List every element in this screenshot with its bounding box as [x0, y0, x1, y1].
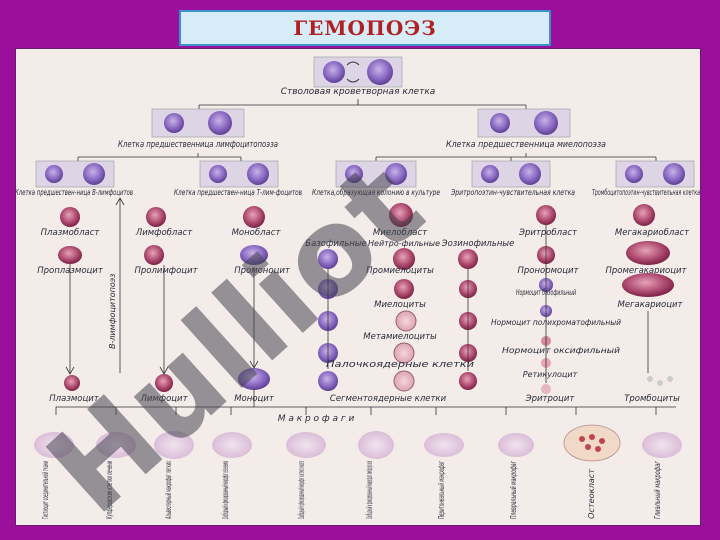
- lymphoblast-label: Лимфобласт: [135, 228, 193, 238]
- title-box: ГЕМОПОЭЗ: [179, 10, 551, 46]
- lymph-precursor-label: Клетка предшественница лимфоцитопоэза: [118, 140, 278, 150]
- mac10-label: Глиальный макрофаг: [653, 460, 662, 519]
- neutrophilic-label: Нейтро-фильные: [368, 239, 440, 248]
- page-title: ГЕМОПОЭЗ: [293, 16, 437, 40]
- lymph-precursor-group: [151, 108, 245, 138]
- blast-cells: [60, 203, 655, 228]
- metamyelocytes-label: Метамиелоциты: [363, 332, 437, 342]
- mac7-label: Перитонеальный макрофаг: [437, 461, 446, 519]
- myelocyte-cells: [318, 273, 674, 299]
- macrophage-labels: Гистиоцит соединительной ткани Купферовс…: [41, 460, 662, 519]
- pro-cells: [58, 241, 670, 270]
- b-precursor-label: Клетка предшествен-ница В-лимфоцитов: [16, 188, 133, 197]
- promegakaryocyte-label: Промегакариоцит: [605, 266, 687, 276]
- thrombo-sens-label: Тромбоцитопоэтин-чувствительная клетка: [592, 188, 700, 197]
- mac3-label: Альвеолярный макрофаг легких: [164, 461, 173, 520]
- diagram-svg: Стволовая кроветворная клетка Клетка пре…: [16, 56, 700, 525]
- monocyte-label: Моноцит: [234, 394, 275, 404]
- level2-boxes: [35, 160, 695, 188]
- t-precursor-label: Клетка предшествен-ница Т-лим-фоцитов: [174, 188, 302, 197]
- myeloblast-label: Миелобласт: [373, 228, 428, 238]
- mac1-label: Гистиоцит соединительной ткани: [41, 461, 50, 519]
- megakaryoblast-label: Мегакариобласт: [615, 228, 690, 238]
- macrophage-cells: [34, 424, 682, 462]
- myelo-precursor-group: [477, 108, 571, 138]
- colony-label: Клетка,образующая колонию в культуре: [312, 188, 440, 197]
- proplasmocyte-label: Проплазмоцит: [37, 266, 104, 276]
- reticulocyte-label: Ретикулоцит: [523, 370, 578, 379]
- basophilic-label: Базофильные: [305, 239, 367, 249]
- plasmocyte-label: Плазмоцит: [49, 394, 99, 404]
- lineage-arrows: [65, 197, 649, 383]
- band-label: Палочкоядерные клетки: [326, 360, 475, 370]
- normo-oxy-label: Нормоцит оксифильный: [502, 346, 620, 355]
- plasmoblast-label: Плазмобласт: [41, 228, 101, 238]
- erythroblast-label: Эритробласт: [518, 228, 578, 238]
- pronormocyte-label: Пронормоцит: [517, 266, 579, 276]
- stem-label: Стволовая кроветворная клетка: [281, 87, 436, 97]
- hemopoiesis-diagram: Стволовая кроветворная клетка Клетка пре…: [15, 48, 701, 526]
- prolymphocyte-label: Пролимфоцит: [134, 266, 198, 276]
- lymphocyte-label: Лимфоцит: [139, 394, 188, 404]
- segmented-label: Сегментоядерные клетки: [330, 394, 447, 404]
- promyelocytes-label: Промиелоциты: [366, 266, 434, 276]
- mac5-label: Свободный и фиксированный макрофаг костн…: [297, 461, 306, 519]
- mature-cells: [64, 368, 673, 394]
- mac9-label: Остеокласт: [587, 469, 596, 519]
- erythrocyte-label: Эритроцит: [525, 394, 576, 404]
- mac2-label: Купферовские клетки печени: [105, 461, 114, 519]
- mac4-label: Свободный и фиксированный макрофаг селез…: [221, 461, 230, 519]
- mac8-label: Плевральный макрофаг: [509, 461, 518, 519]
- promonocyte-label: Промоноцит: [234, 266, 291, 276]
- myelo-precursor-label: Клетка предшественница миелопоэза: [446, 140, 606, 150]
- b-lymphopoiesis-label: В-лимфоцитопоэз: [108, 274, 117, 349]
- macrophages-label: М а к р о ф а г и: [278, 414, 355, 424]
- stem-cell-group: [313, 56, 403, 88]
- myelocytes-label: Миелоциты: [374, 300, 426, 310]
- monoblast-label: Монобласт: [232, 228, 282, 238]
- megakaryocyte-label: Мегакариоцит: [618, 300, 684, 310]
- thrombocytes-label: Тромбоциты: [624, 394, 680, 404]
- eosinophilic-label: Эозинофильные: [441, 239, 515, 249]
- erythro-sens-label: Эритропоэтин-чувствительная клетка: [450, 188, 575, 197]
- mac6-label: Свободный и фиксированный макрофаг лимфо…: [365, 461, 374, 519]
- normo-poly-label: Нормоцит полихроматофильный: [491, 318, 621, 327]
